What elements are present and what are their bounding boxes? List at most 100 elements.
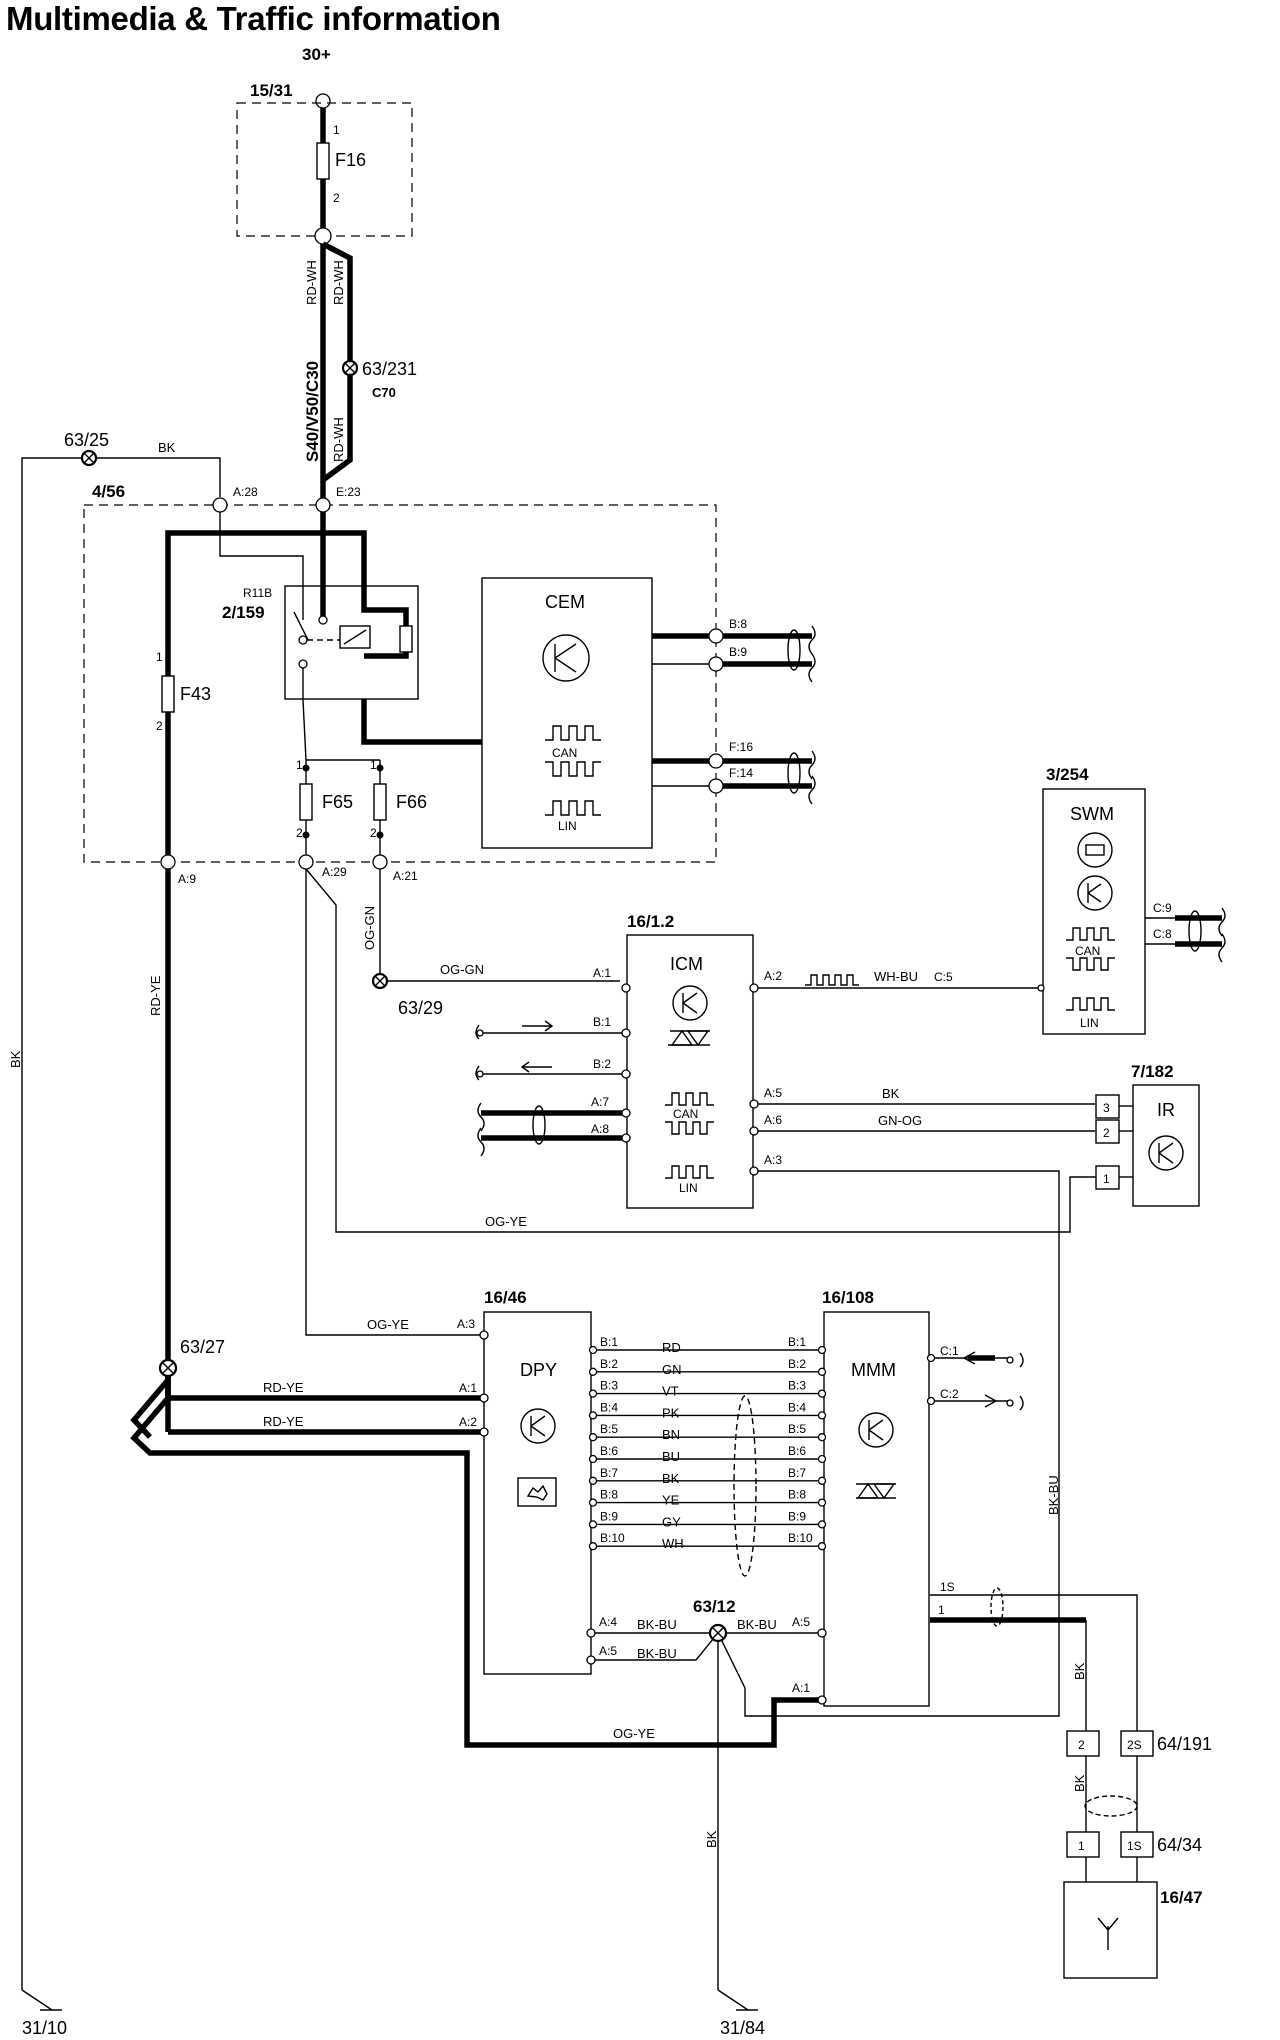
svg-text:E:23: E:23: [336, 485, 361, 499]
svg-text:ICM: ICM: [670, 954, 703, 974]
svg-text:A:29: A:29: [322, 865, 347, 879]
bus-pin-label-dpy: B:3: [600, 1379, 618, 1393]
svg-text:1: 1: [938, 1603, 945, 1617]
svg-text:31/84: 31/84: [720, 2018, 765, 2038]
bus-wire-color: GN: [662, 1362, 682, 1377]
svg-text:BK-BU: BK-BU: [637, 1646, 677, 1661]
svg-text:F16: F16: [335, 150, 366, 170]
svg-text:2: 2: [370, 826, 377, 840]
svg-text:B:2: B:2: [593, 1057, 611, 1071]
svg-text:A:5: A:5: [792, 1615, 810, 1629]
svg-text:2: 2: [1103, 1126, 1110, 1140]
fuse-f65: [299, 783, 313, 821]
svg-text:64/34: 64/34: [1157, 1835, 1202, 1855]
svg-text:1S: 1S: [1127, 1839, 1142, 1853]
svg-text:2S: 2S: [1127, 1738, 1142, 1752]
bus-wire-color: BK: [662, 1471, 680, 1486]
svg-text:A:3: A:3: [457, 1317, 475, 1331]
svg-text:64/191: 64/191: [1157, 1734, 1212, 1754]
ground-splice-63-25: 63/25 BK BK 31/10: [8, 430, 221, 2038]
svg-text:A:2: A:2: [764, 969, 782, 983]
bus-pin: [817, 1345, 827, 1355]
svg-text:CEM: CEM: [545, 592, 585, 612]
svg-text:A:3: A:3: [764, 1153, 782, 1167]
og-ye-wires: OG-YE OG-YE: [305, 868, 1096, 1336]
fuse-f66: [373, 783, 387, 821]
svg-text:C:2: C:2: [940, 1387, 959, 1401]
bus-pin: [817, 1476, 827, 1485]
svg-text:R11B: R11B: [243, 586, 272, 600]
bus-pin-label-mmm: B:1: [788, 1335, 806, 1349]
bus-pin: [817, 1411, 827, 1420]
svg-text:63/12: 63/12: [693, 1597, 736, 1616]
svg-text:A:1: A:1: [593, 966, 611, 980]
svg-text:B:8: B:8: [729, 617, 747, 631]
bus-pin-label-mmm: B:2: [788, 1357, 806, 1371]
svg-text:OG-GN: OG-GN: [362, 906, 377, 950]
svg-text:OG-YE: OG-YE: [613, 1726, 655, 1741]
svg-text:CAN: CAN: [552, 746, 577, 760]
bus-pin: [588, 1345, 598, 1355]
bus-wire-color: GY: [662, 1514, 681, 1529]
bus-pin-label-mmm: B:10: [788, 1531, 813, 1545]
bus-pin: [817, 1454, 827, 1464]
svg-text:A:28: A:28: [233, 485, 258, 499]
bus-wire-color: VT: [662, 1384, 679, 1399]
bus-pin-label-dpy: B:10: [600, 1531, 625, 1545]
svg-text:BK: BK: [158, 440, 176, 455]
svg-text:1: 1: [1103, 1172, 1110, 1186]
svg-text:1S: 1S: [940, 1580, 955, 1594]
svg-text:1: 1: [296, 758, 303, 772]
splice-63-27: 63/27 RD-YE RD-YE OG-YE: [130, 1337, 822, 1748]
bus-pin: [588, 1454, 598, 1464]
bus-pin: [817, 1542, 827, 1551]
svg-text:F65: F65: [322, 792, 353, 812]
bus-wire-color: BN: [662, 1427, 680, 1442]
swm-module: 3/254 SWM CAN LIN C:9 C:8: [1042, 765, 1226, 1035]
svg-text:OG-YE: OG-YE: [367, 1317, 409, 1332]
svg-text:A:5: A:5: [599, 1644, 617, 1658]
svg-text:WH-BU: WH-BU: [874, 969, 918, 984]
svg-text:LIN: LIN: [679, 1181, 698, 1195]
svg-text:BK: BK: [882, 1086, 900, 1101]
svg-text:RD-WH: RD-WH: [331, 417, 346, 462]
bus-pin-label-dpy: B:7: [600, 1466, 618, 1480]
svg-text:1: 1: [333, 123, 340, 137]
svg-text:BK-BU: BK-BU: [737, 1617, 777, 1632]
svg-text:BK-BU: BK-BU: [1046, 1475, 1061, 1515]
svg-text:2: 2: [1078, 1738, 1085, 1752]
bus-pin-label-dpy: B:2: [600, 1357, 618, 1371]
bus-pin: [588, 1389, 598, 1398]
bus-wire-color: RD: [662, 1340, 681, 1355]
bus-pin-label-dpy: B:5: [600, 1422, 618, 1436]
svg-text:A:21: A:21: [393, 869, 418, 883]
fuse-box-15-31: 15/31 1 2 F16: [236, 81, 413, 245]
svg-text:MMM: MMM: [851, 1360, 896, 1380]
bus-wire-color: WH: [662, 1536, 684, 1551]
svg-text:2: 2: [296, 826, 303, 840]
svg-text:OG-GN: OG-GN: [440, 962, 484, 977]
svg-text:C:9: C:9: [1153, 901, 1172, 915]
svg-text:DPY: DPY: [520, 1360, 557, 1380]
svg-text:7/182: 7/182: [1131, 1062, 1174, 1081]
svg-text:SWM: SWM: [1070, 804, 1114, 824]
svg-text:RD-YE: RD-YE: [263, 1380, 304, 1395]
svg-text:C70: C70: [372, 385, 396, 400]
svg-text:C:1: C:1: [940, 1344, 959, 1358]
bus-pin: [817, 1367, 827, 1376]
svg-text:BK: BK: [704, 1830, 719, 1848]
bus-pin: [817, 1498, 827, 1507]
svg-text:BK-BU: BK-BU: [637, 1617, 677, 1632]
svg-text:B:9: B:9: [729, 645, 747, 659]
bus-pin: [817, 1389, 827, 1398]
bus-pin: [588, 1520, 598, 1529]
rd-ye-main-wire: RD-YE: [148, 869, 171, 1398]
svg-text:1: 1: [1078, 1839, 1085, 1853]
splice-63-12: 63/12 A:4 A:5 BK-BU BK-BU BK-BU BK 31/84: [586, 1597, 1060, 2038]
bus-pin-label-dpy: B:1: [600, 1335, 618, 1349]
svg-text:2: 2: [333, 191, 340, 205]
bus-pin-label-dpy: B:8: [600, 1488, 618, 1502]
bus-pin-label-mmm: B:9: [788, 1509, 806, 1523]
